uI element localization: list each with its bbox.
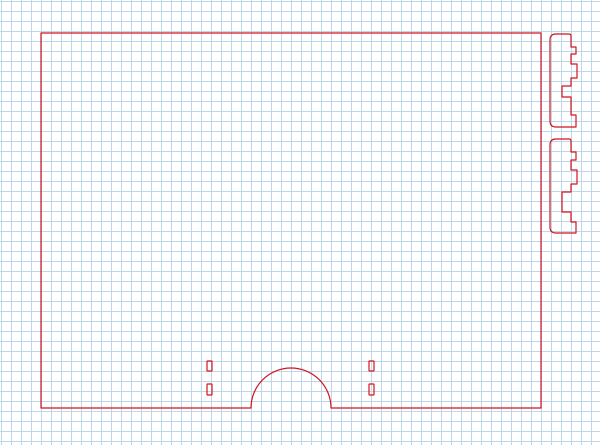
slot-right-top <box>368 360 375 372</box>
slot-right-bottom <box>368 383 375 396</box>
side-tab-top-outline <box>549 33 578 128</box>
side-tab-bottom-outline <box>549 138 578 234</box>
slot-left-bottom <box>206 383 213 396</box>
main-panel-outline <box>40 32 542 409</box>
cut-lines <box>40 32 578 409</box>
slot-left-top <box>206 360 213 372</box>
